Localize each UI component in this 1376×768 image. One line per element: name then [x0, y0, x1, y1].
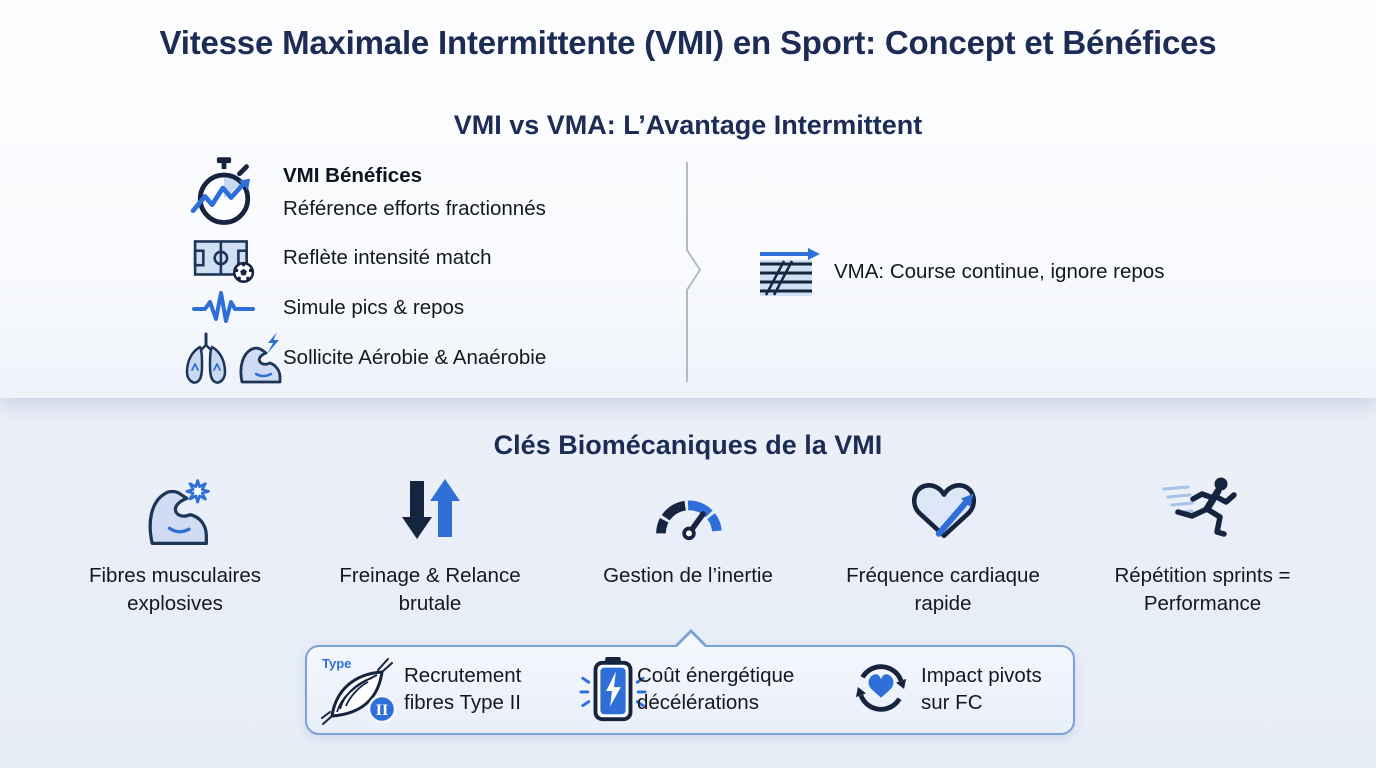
- soccer-field-icon: [192, 234, 258, 284]
- bio-label: Freinage & Relance brutale: [339, 564, 521, 616]
- fiber-type-label: Type: [322, 656, 351, 671]
- callout-label: Impact pivots sur FC: [921, 664, 1042, 715]
- running-track-arrow-icon: [752, 246, 824, 300]
- lungs-and-bicep-icon: [184, 330, 284, 386]
- stopwatch-trend-icon: [186, 156, 262, 232]
- heartbeat-pulse-icon: [191, 288, 257, 328]
- bio-label: Gestion de l’inertie: [603, 564, 773, 587]
- bio-label: Fréquence cardiaque rapide: [846, 564, 1040, 616]
- vmi-list-item: Simule pics & repos: [283, 296, 465, 319]
- comparison-divider: [672, 162, 706, 382]
- vmi-list-item: Reflète intensité match: [283, 246, 492, 269]
- callout-label: Recrutement fibres Type II: [404, 664, 522, 715]
- bio-label: Répétition sprints = Performance: [1114, 564, 1291, 616]
- biomechanics-section-title: Clés Biomécaniques de la VMI: [493, 430, 883, 460]
- muscle-fiber-type2-icon: Type II: [320, 653, 404, 727]
- sprinter-icon: [1162, 474, 1244, 542]
- bio-label: Fibres musculaires explosives: [88, 564, 262, 616]
- comparison-section-title: VMI vs VMA: L’Avantage Intermittent: [453, 110, 923, 140]
- cycle-heart-icon: [850, 657, 912, 719]
- down-up-arrows-icon: [398, 476, 464, 548]
- vma-text: VMA: Course continue, ignore repos: [834, 260, 1165, 283]
- biomechanics-callout: Type II Recrutement fibres Type II Coût …: [305, 629, 1075, 735]
- fiber-type-badge: II: [376, 702, 388, 719]
- heart-rate-arrow-icon: [907, 478, 981, 544]
- flexed-bicep-burst-icon: [137, 478, 215, 548]
- speedometer-icon: [650, 486, 728, 542]
- vmi-list-heading: VMI Bénéfices: [283, 164, 422, 187]
- battery-bolt-icon: [579, 654, 647, 726]
- callout-label: Coût énergétique décélérations: [637, 664, 795, 715]
- vmi-list-item: Référence efforts fractionnés: [283, 197, 546, 220]
- vmi-list-item: Sollicite Aérobie & Anaérobie: [283, 346, 547, 369]
- page-title: Vitesse Maximale Intermittente (VMI) en …: [159, 24, 1217, 61]
